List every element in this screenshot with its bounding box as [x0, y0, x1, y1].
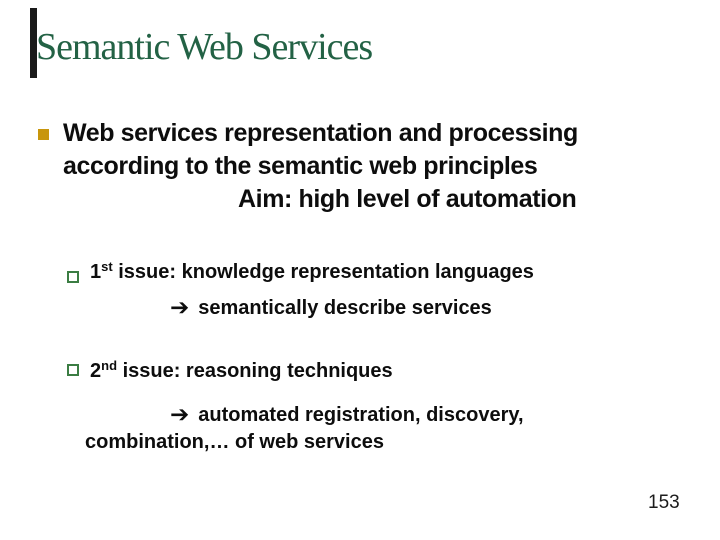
issue-2-arrow-text: automated registration, discovery, [198, 404, 524, 426]
issue-1-ordinal-suffix: st [101, 259, 113, 274]
issue-1-arrow-line: ➔ semantically describe services [170, 295, 492, 321]
issue-2-text: issue: reasoning techniques [117, 360, 393, 382]
issue-1-number: 1 [90, 261, 102, 283]
sub-bullet-square-icon-2 [67, 364, 79, 376]
aim-line: Aim: high level of automation [238, 185, 577, 213]
main-text-line1: Web services representation and processi… [63, 119, 578, 147]
issue-1-arrow-text: semantically describe services [198, 297, 492, 319]
issue-1-text: issue: knowledge representation language… [112, 261, 534, 283]
main-bullet-square-icon [38, 129, 49, 140]
issue-1-line: 1st issue: knowledge representation lang… [90, 259, 534, 285]
issue-2-line: 2nd issue: reasoning techniques [90, 358, 393, 384]
page-number: 153 [648, 492, 680, 513]
left-accent-bar [30, 8, 37, 78]
issue-2-arrow-text-continuation: combination,… of web services [85, 431, 384, 453]
right-arrow-icon: ➔ [170, 295, 190, 321]
main-text-line2: according to the semantic web principles [63, 152, 538, 180]
issue-2-arrow-line: ➔ automated registration, discovery, [170, 402, 524, 428]
sub-bullet-square-icon-1 [67, 271, 79, 283]
issue-2-number: 2 [90, 360, 102, 382]
slide-title: Semantic Web Services [36, 26, 373, 68]
right-arrow-icon: ➔ [170, 402, 190, 428]
issue-2-ordinal-suffix: nd [101, 358, 118, 373]
